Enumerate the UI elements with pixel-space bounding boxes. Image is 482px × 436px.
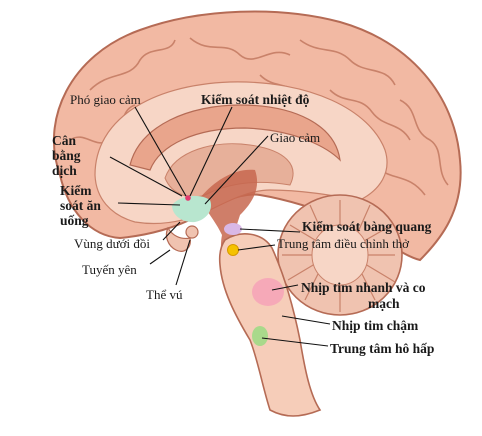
label-feeding-control-line2: soát ăn xyxy=(60,198,101,213)
respiratory-center-region xyxy=(252,326,268,346)
label-fluid-balance-line1: Cân xyxy=(52,133,77,148)
breathing-regulation-dot xyxy=(227,244,239,256)
ventricle xyxy=(200,169,285,322)
label-tachycardia-line1: Nhịp tim nhanh và co xyxy=(301,280,426,295)
label-pituitary: Tuyến yên xyxy=(82,262,137,277)
brainstem xyxy=(218,233,322,417)
hypothalamus-region xyxy=(172,195,212,223)
label-bladder-control: Kiểm soát bàng quang xyxy=(302,219,432,234)
mamillary-body xyxy=(185,225,199,239)
leader-lines xyxy=(109,106,331,347)
tachycardia-region xyxy=(252,278,284,306)
label-hypothalamus: Vùng dưới đồi xyxy=(74,236,151,251)
label-sympathetic: Giao cảm xyxy=(270,130,321,145)
label-breathing-regulation: Trung tâm điều chỉnh thở xyxy=(277,236,410,251)
label-feeding-control-line3: uống xyxy=(60,213,89,228)
label-fluid-balance-line2: bằng xyxy=(52,148,81,163)
label-bradycardia: Nhịp tim chậm xyxy=(332,318,419,333)
label-feeding-control-line1: Kiểm xyxy=(60,183,92,198)
bladder-control-region xyxy=(224,223,242,235)
corpus-callosum xyxy=(129,104,341,171)
label-parasympathetic: Phó giao cảm xyxy=(70,92,141,107)
cerebellum xyxy=(277,194,403,316)
label-temperature-control: Kiểm soát nhiệt độ xyxy=(201,92,310,107)
label-fluid-balance-line3: dịch xyxy=(52,163,77,178)
label-respiratory-center: Trung tâm hô hấp xyxy=(330,341,435,356)
label-mamillary-body: Thể vú xyxy=(146,287,183,302)
label-tachycardia-line2: mạch xyxy=(368,296,400,311)
parasympathetic-dot xyxy=(185,195,191,201)
